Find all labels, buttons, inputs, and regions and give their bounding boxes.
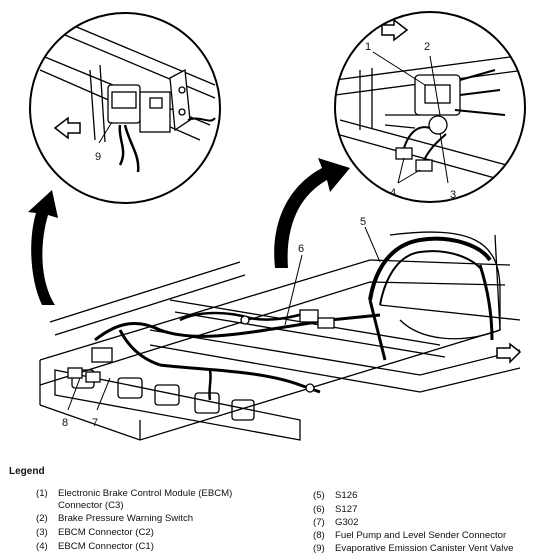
callout-1: 1 <box>365 41 371 53</box>
vehicle-underbody <box>39 231 521 441</box>
legend-item-1-cont: Connector (C3) <box>58 500 124 511</box>
direction-arrow-icon <box>381 18 409 42</box>
legend-title: Legend <box>9 466 45 477</box>
direction-arrow-icon <box>496 342 522 364</box>
callout-8: 8 <box>62 417 68 429</box>
legend-item-5: (5)S126 <box>313 490 358 501</box>
callout-4: 4 <box>390 187 396 199</box>
pointer-arrow-left <box>28 190 58 305</box>
legend-item-2: (2)Brake Pressure Warning Switch <box>36 513 194 524</box>
legend-item-6: (6)S127 <box>313 504 358 515</box>
legend-item-8: (8)Fuel Pump and Level Sender Connector <box>313 530 507 541</box>
wiring-diagram: 9 1 2 3 4 <box>28 11 526 441</box>
legend-item-1: (1)Electronic Brake Control Module (EBCM… <box>36 488 233 499</box>
legend-item-4: (4)EBCM Connector (C1) <box>36 541 154 552</box>
detail-circle-left: 9 <box>29 12 221 204</box>
legend: Legend (1)Electronic Brake Control Modul… <box>0 460 552 557</box>
callout-7: 7 <box>92 417 98 429</box>
callout-3: 3 <box>450 189 456 201</box>
callout-5: 5 <box>360 216 366 228</box>
legend-item-7: (7)G302 <box>313 517 359 528</box>
legend-item-3: (3)EBCM Connector (C2) <box>36 527 154 538</box>
legend-item-9: (9)Evaporative Emission Canister Vent Va… <box>313 543 514 554</box>
callout-6: 6 <box>298 243 304 255</box>
callout-9: 9 <box>95 151 101 163</box>
direction-arrow-icon <box>53 116 81 140</box>
pointer-arrow-right <box>274 158 350 268</box>
callout-2: 2 <box>424 41 430 53</box>
detail-circle-right: 1 2 3 4 <box>334 11 526 203</box>
